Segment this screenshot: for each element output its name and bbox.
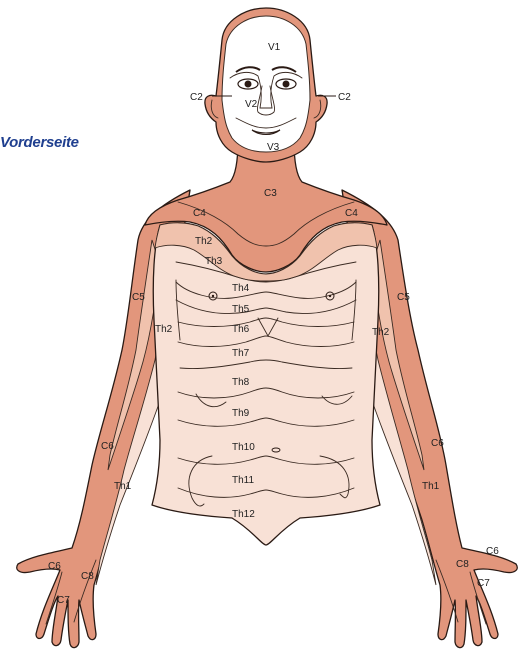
label-th5: Th5: [232, 304, 250, 315]
label-c8-right: C8: [456, 559, 469, 570]
label-c2-left: C2: [190, 92, 203, 103]
label-th4: Th4: [232, 283, 250, 294]
label-th3: Th3: [205, 256, 223, 267]
face-area: [222, 16, 310, 152]
label-c8-left: C8: [81, 571, 94, 582]
label-c6-left-hand: C6: [48, 561, 61, 572]
label-v3: V3: [267, 142, 280, 153]
label-c5-right: C5: [397, 292, 410, 303]
label-th9: Th9: [232, 408, 250, 419]
label-c3: C3: [264, 188, 277, 199]
label-th2-left: Th2: [155, 324, 173, 335]
label-c7-right: C7: [477, 578, 490, 589]
label-th8: Th8: [232, 377, 250, 388]
label-c7-left: C7: [57, 595, 70, 606]
label-c5-left: C5: [132, 292, 145, 303]
label-v2: V2: [245, 99, 258, 110]
label-th1-right: Th1: [422, 481, 440, 492]
label-th12: Th12: [232, 509, 255, 520]
label-th1-left: Th1: [114, 481, 132, 492]
label-c6-left-arm: C6: [101, 441, 114, 452]
label-th2-right: Th2: [372, 327, 390, 338]
label-th11: Th11: [232, 475, 254, 486]
label-th10: Th10: [232, 442, 255, 453]
label-c6-right-hand: C6: [486, 546, 499, 557]
label-c2-right: C2: [338, 92, 351, 103]
label-c6-right-arm: C6: [431, 438, 444, 449]
label-c4-left: C4: [193, 208, 206, 219]
label-c4-right: C4: [345, 208, 358, 219]
label-v1: V1: [268, 42, 281, 53]
label-th7: Th7: [232, 348, 250, 359]
label-th2-upper: Th2: [195, 236, 213, 247]
label-th6: Th6: [232, 324, 250, 335]
